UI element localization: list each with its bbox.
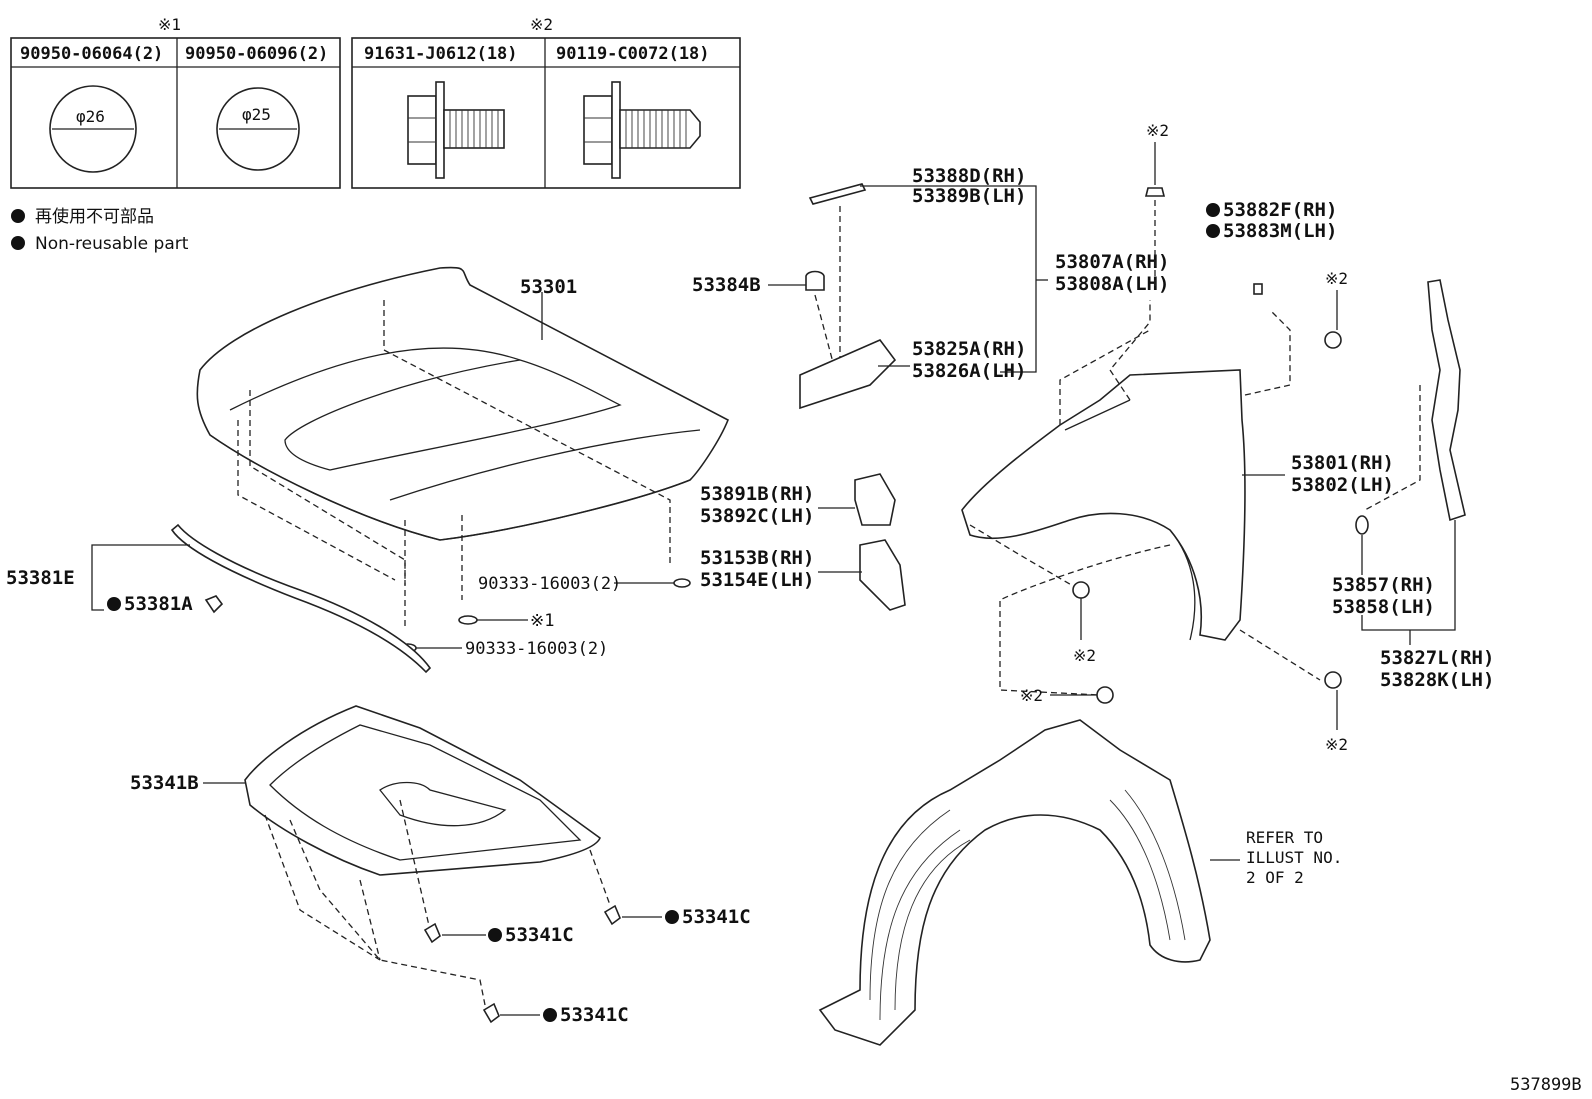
bolt-mark-lower: ※2	[1073, 646, 1096, 665]
group2-header-2: 90119-C0072(18)	[556, 44, 710, 64]
hood-label: 53301	[520, 276, 577, 298]
cushion-icon	[673, 578, 691, 588]
bolt-icon	[1072, 581, 1090, 599]
cushion-icon	[458, 615, 478, 625]
insulator-label: 53341B	[130, 772, 199, 794]
bolt-icon	[1096, 686, 1114, 704]
fender-clip-lh: 53883M(LH)	[1223, 220, 1337, 242]
front-fender: 53801(RH) 53802(LH)	[961, 300, 1394, 696]
cushion-label-bottom: 90333-16003(2)	[465, 639, 608, 659]
seal-clip-label: 53381A	[124, 593, 193, 615]
fender-pads: 53891B(RH) 53892C(LH) 53153B(RH) 53154E(…	[700, 473, 906, 611]
fender-liner: REFER TO ILLUST NO. 2 OF 2	[818, 719, 1342, 1046]
cushion-mark-mid: ※1	[530, 611, 554, 631]
bolt-icon	[1324, 331, 1342, 349]
clip-icon	[423, 922, 441, 944]
clip-icon	[603, 904, 621, 926]
fender-seal: 53857(RH) 53858(LH) 53827L(RH) 53828K(LH…	[1332, 279, 1494, 691]
bolt-mark-right: ※2	[1325, 269, 1348, 288]
hood-seal: 53381E 53381A	[6, 523, 432, 674]
legend: 再使用不可部品 Non-reusable part	[11, 206, 189, 254]
clip-icon	[1253, 283, 1263, 295]
fastener-table-group2: ※2 91631-J0612(18) 90119-C0072(18)	[351, 15, 741, 189]
clip-icon	[482, 1002, 500, 1024]
bolt-mark-top: ※2	[1146, 121, 1169, 140]
fender-rh-label: 53801(RH)	[1291, 452, 1394, 474]
non-reusable-dot-icon	[107, 597, 121, 611]
seal-label: 53381E	[6, 567, 75, 589]
group1-header-1: 90950-06064(2)	[20, 44, 163, 64]
bolt-mark-bottom: ※2	[1325, 735, 1348, 754]
bracket-icon	[799, 339, 897, 410]
tapping-bolt-icon	[583, 81, 701, 179]
non-reusable-dot-icon	[543, 1008, 557, 1022]
refer-note-line2: ILLUST NO.	[1246, 848, 1342, 867]
fender-body	[961, 369, 1246, 641]
bracket-lh-label: 53826A(LH)	[912, 360, 1026, 382]
insulator-clip-3: 53341C	[560, 1004, 629, 1026]
non-reusable-dot-icon	[665, 910, 679, 924]
pad2-lh-label: 53154E(LH)	[700, 569, 814, 591]
bracket-rh-label: 53825A(RH)	[912, 338, 1026, 360]
cover-lh-label: 53389B(LH)	[912, 185, 1026, 207]
flange-bolt-icon	[407, 81, 505, 179]
fender-clip-rh: 53882F(RH)	[1223, 199, 1337, 221]
stopper-label: 53384B	[692, 274, 761, 296]
cover-icon	[808, 183, 867, 205]
fender-clip: 53882F(RH) 53883M(LH)	[1206, 199, 1337, 295]
group1-mark: ※1	[158, 15, 181, 34]
stopper-icon	[805, 270, 825, 291]
non-reusable-dot-icon	[1206, 203, 1220, 217]
group2-mark: ※2	[530, 15, 553, 34]
refer-note-line3: 2 OF 2	[1246, 868, 1304, 887]
liner-body	[818, 719, 1211, 1046]
legend-jp: 再使用不可部品	[35, 206, 154, 227]
pad1-lh-label: 53892C(LH)	[700, 505, 814, 527]
bolt-mark-left: ※2	[1020, 686, 1043, 705]
legend-en: Non-reusable part	[35, 234, 189, 254]
pad-icon	[854, 473, 896, 526]
fender-bracket-group: 53388D(RH) 53389B(LH) 53807A(RH) 53808A(…	[692, 165, 1169, 410]
pad2-rh-label: 53153B(RH)	[700, 547, 814, 569]
group2-header-1: 91631-J0612(18)	[364, 44, 518, 64]
bolt-icon	[1144, 187, 1166, 197]
fender-bolts: ※2 ※2 ※2 ※2 ※2	[1020, 121, 1348, 754]
pad-icon	[859, 539, 906, 611]
group1-dim-2: φ25	[242, 105, 271, 124]
bolt-icon	[1324, 671, 1342, 689]
seal-rh-label: 53827L(RH)	[1380, 647, 1494, 669]
refer-note-line1: REFER TO	[1246, 828, 1323, 847]
group1-dim-1: φ26	[76, 107, 105, 126]
cover-rh-label: 53388D(RH)	[912, 165, 1026, 187]
fastener-table-group1: ※1 90950-06064(2) 90950-06096(2) φ26 φ25	[10, 15, 341, 189]
insulator-clip-1: 53341C	[505, 924, 574, 946]
non-reusable-dot-icon	[11, 209, 25, 223]
non-reusable-dot-icon	[488, 928, 502, 942]
pad3-rh-label: 53857(RH)	[1332, 574, 1435, 596]
pad1-rh-label: 53891B(RH)	[700, 483, 814, 505]
seal-lh-label: 53828K(LH)	[1380, 669, 1494, 691]
clip-icon	[204, 595, 224, 614]
pad3-lh-label: 53858(LH)	[1332, 596, 1435, 618]
hood-cushions: 90333-16003(2) ※1 90333-16003(2)	[399, 574, 691, 659]
non-reusable-dot-icon	[1206, 224, 1220, 238]
hood-panel: 53301	[196, 266, 730, 630]
pad-icon	[1355, 515, 1369, 535]
bracket-group-rh: 53807A(RH)	[1055, 251, 1169, 273]
seal-icon	[1427, 279, 1466, 522]
fender-lh-label: 53802(LH)	[1291, 474, 1394, 496]
cushion-label-top: 90333-16003(2)	[478, 574, 621, 594]
illustration-id: 537899B	[1510, 1075, 1582, 1095]
bracket-group-lh: 53808A(LH)	[1055, 273, 1169, 295]
insulator-clip-2: 53341C	[682, 906, 751, 928]
non-reusable-dot-icon	[11, 236, 25, 250]
hood-insulator: 53341B 53341C 53341C 53341C	[130, 705, 751, 1026]
group1-header-2: 90950-06096(2)	[185, 44, 328, 64]
